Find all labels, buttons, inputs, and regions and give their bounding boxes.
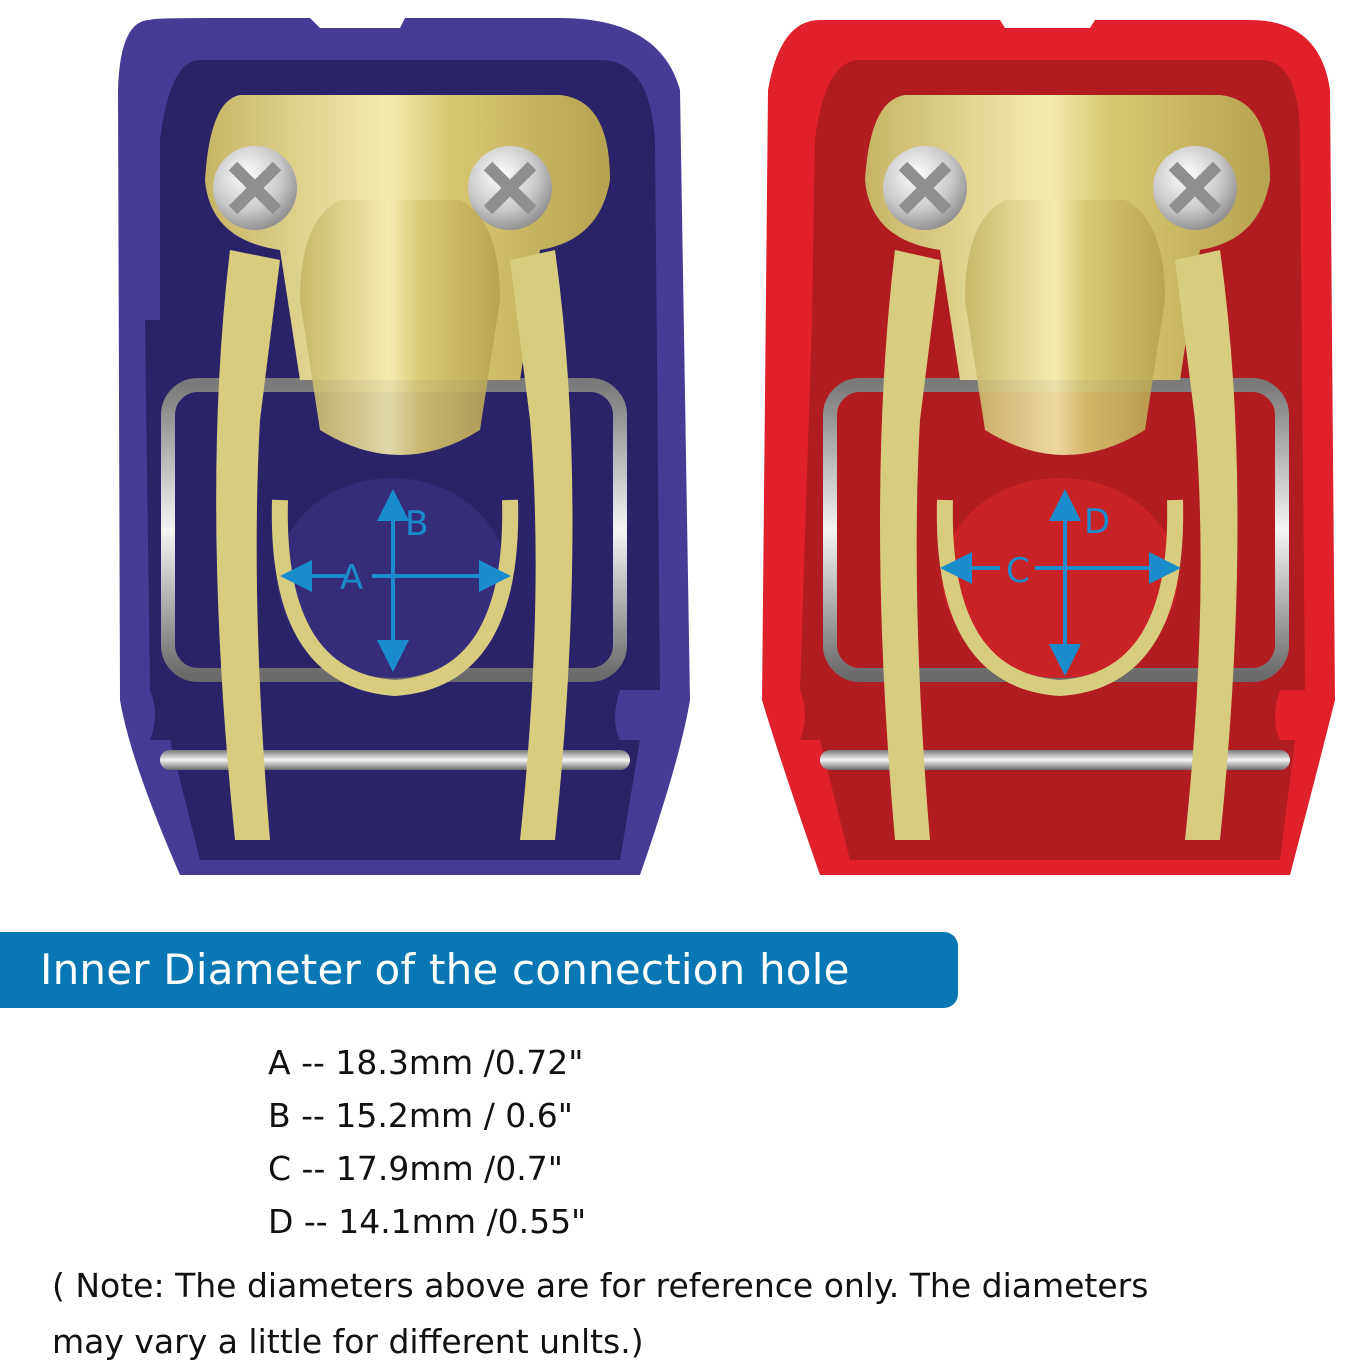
dimension-arrows-a-b: A B bbox=[280, 489, 511, 672]
dim-label-b: B bbox=[405, 504, 428, 544]
note-line-2: may vary a little for different unlts.) bbox=[52, 1322, 644, 1361]
screw-icon bbox=[883, 146, 967, 230]
screw-icon bbox=[213, 146, 297, 230]
disclaimer-note: ( Note: The diameters above are for refe… bbox=[52, 1258, 1352, 1370]
spec-b: B -- 15.2mm / 0.6" bbox=[268, 1096, 573, 1135]
dim-label-a: A bbox=[340, 558, 363, 598]
spec-c: C -- 17.9mm /0.7" bbox=[268, 1149, 563, 1188]
spec-list: A -- 18.3mm /0.72" B -- 15.2mm / 0.6" C … bbox=[268, 1036, 586, 1248]
screw-icon bbox=[1153, 146, 1237, 230]
dim-label-d: D bbox=[1084, 502, 1110, 542]
section-banner: Inner Diameter of the connection hole bbox=[0, 932, 958, 1008]
spec-d: D -- 14.1mm /0.55" bbox=[268, 1202, 587, 1241]
dimension-arrows-c-d: C D bbox=[940, 489, 1181, 676]
note-line-1: ( Note: The diameters above are for refe… bbox=[52, 1266, 1149, 1305]
dim-label-c: C bbox=[1006, 551, 1030, 591]
spec-a: A -- 18.3mm /0.72" bbox=[268, 1043, 584, 1082]
product-image: A B C D bbox=[118, 18, 1335, 875]
screw-icon bbox=[468, 146, 552, 230]
positive-terminal-red: C D bbox=[762, 20, 1335, 875]
negative-terminal-blue: A B bbox=[118, 18, 690, 875]
